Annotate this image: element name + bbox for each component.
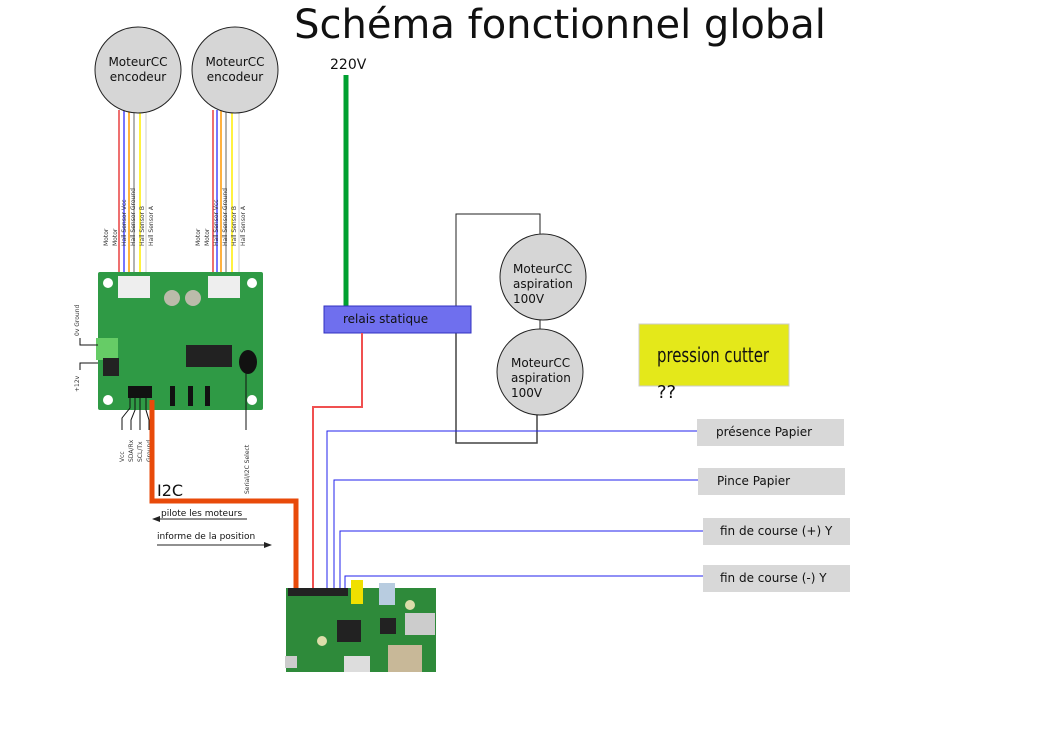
motor-aspiration-1: MoteurCC aspiration 100V: [499, 233, 587, 321]
arrow-right-label: informe de la position: [157, 532, 255, 542]
board-label-vcc: Vcc: [119, 451, 126, 462]
i2c-label: I2C: [157, 481, 183, 500]
motor-wire-label: Hall Sensor A: [240, 205, 247, 246]
power-label: 220V: [330, 57, 367, 73]
motor-label: 100V: [513, 292, 545, 306]
sensor-label: Pince Papier: [717, 474, 790, 488]
sensor-label: fin de course (+) Y: [720, 524, 833, 538]
motor-label: MoteurCC: [108, 55, 167, 69]
motor-label: MoteurCC: [511, 356, 570, 370]
sensor-wire-pince: [333, 479, 698, 588]
page-title: Schéma fonctionnel global: [294, 2, 826, 48]
relay-label: relais statique: [343, 312, 428, 326]
motor-wire-label: Hall Sensor Vcc: [121, 199, 128, 246]
motor-label: 100V: [511, 386, 543, 400]
board-label-ground: 0v Ground: [74, 304, 81, 336]
aspiration-wire: [455, 333, 538, 444]
motor-label: aspiration: [513, 277, 573, 291]
motor-wire-label: Motor: [112, 228, 119, 246]
motor-wire-label: Hall Sensor Ground: [222, 188, 229, 246]
motor-wire-label: Hall Sensor B: [139, 206, 146, 246]
sensor-pince-papier: Pince Papier: [698, 468, 845, 495]
motor-label: MoteurCC: [513, 262, 572, 276]
sensor-presence-papier: présence Papier: [697, 419, 844, 446]
sensor-wire-limit-plus: [339, 530, 703, 588]
sensor-limit-plus-y: fin de course (+) Y: [703, 518, 850, 545]
relay-box: relais statique: [323, 305, 472, 334]
sensor-label: fin de course (-) Y: [720, 571, 827, 585]
motor-wire-label: Hall Sensor Ground: [130, 188, 137, 246]
motor-wire-label: Hall Sensor A: [148, 205, 155, 246]
cutter-label: pression cutter: [657, 343, 770, 367]
motor-aspiration-2: MoteurCC aspiration 100V: [496, 328, 584, 416]
motor-label: aspiration: [511, 371, 571, 385]
board-label-scl: SCL/Tx: [137, 441, 144, 462]
motor-wire-label: Hall Sensor Vcc: [213, 199, 220, 246]
cutter-box: pression cutter ??: [638, 323, 790, 403]
board-label-sda: SDA/Rx: [128, 439, 135, 462]
motor-wire-label: Motor: [195, 228, 202, 246]
i2c-bus-wire: [149, 400, 299, 590]
sensor-limit-minus-y: fin de course (-) Y: [703, 565, 850, 592]
motor-label: encodeur: [110, 70, 167, 84]
aspiration-wire: [455, 213, 541, 306]
sensor-wire-presence: [326, 430, 697, 588]
motor-wire-label: Motor: [103, 228, 110, 246]
sensor-wire-limit-minus: [344, 575, 703, 588]
motor-encoder-2: MoteurCC encodeur: [191, 26, 279, 114]
motor-wire-label: Motor: [204, 228, 211, 246]
motor-label: encodeur: [207, 70, 264, 84]
motor-encoder-1: MoteurCC encodeur: [94, 26, 182, 114]
board-label-select: Serial/I2C Select: [244, 444, 251, 494]
board-label-12v: +12v: [74, 375, 81, 392]
motor-label: MoteurCC: [205, 55, 264, 69]
cutter-question: ??: [657, 382, 676, 403]
motor-wire-label: Hall Sensor B: [231, 206, 238, 246]
raspberry-pi-board: [285, 580, 436, 672]
relay-control-wire: [312, 333, 363, 588]
motor-controller-board: 0v Ground +12v Vcc SDA/Rx SCL/Tx Ground …: [74, 272, 263, 494]
sensor-label: présence Papier: [716, 425, 812, 439]
arrow-left-label: pilote les moteurs: [161, 509, 242, 519]
